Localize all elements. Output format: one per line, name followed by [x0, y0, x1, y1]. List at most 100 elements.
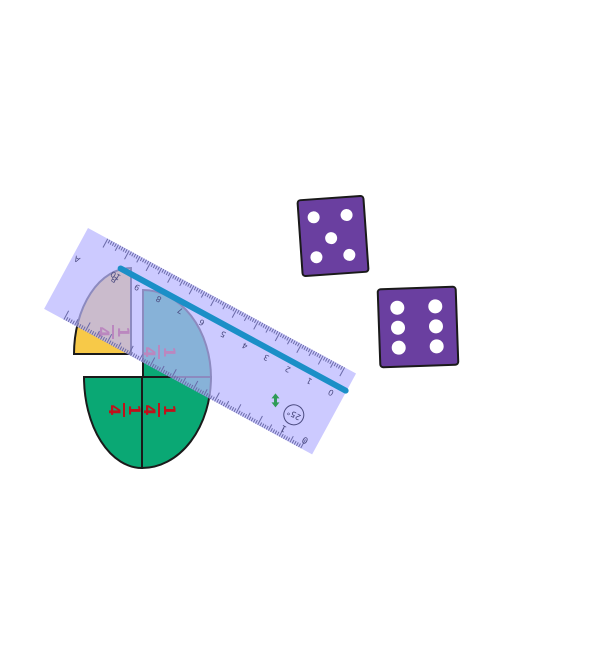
ruler-tick	[229, 405, 233, 410]
ruler-tick	[142, 258, 145, 263]
ruler-tick	[296, 343, 302, 353]
ruler-tick	[298, 443, 301, 448]
ruler-tick	[153, 364, 157, 369]
fraction-label-denominator: 4	[105, 404, 124, 415]
ruler-tick	[87, 328, 90, 333]
ruler-ticks-bottom	[63, 310, 306, 449]
fraction-label-denominator: 4	[140, 404, 159, 415]
ruler-tick	[280, 433, 284, 438]
ruler-tick	[176, 277, 180, 282]
ruler-letter-b: B	[109, 274, 118, 285]
ruler-tick	[249, 316, 253, 321]
ruler-tick	[308, 349, 313, 357]
ruler-tick	[337, 364, 341, 369]
ruler-ticks-top	[102, 238, 346, 377]
fraction-label-numerator: 1	[125, 404, 144, 415]
ruler-tick	[340, 365, 343, 370]
ruler-tick	[168, 373, 172, 378]
ruler-tick	[145, 261, 152, 272]
ruler-tick	[139, 257, 143, 262]
ruler-tick	[177, 377, 181, 382]
ruler-tick	[238, 310, 242, 315]
ruler-tick	[185, 281, 188, 286]
ruler-tick	[200, 291, 206, 298]
ruler-tick	[232, 307, 236, 312]
ruler-tick	[220, 401, 224, 406]
ruler-tick	[72, 320, 75, 325]
ruler-tick	[335, 363, 339, 368]
ruler-tick	[284, 335, 287, 340]
ruler-tick	[136, 256, 141, 263]
ruler-tick	[257, 415, 263, 426]
ruler-tick-label: 4	[241, 340, 250, 350]
ruler-tick	[253, 319, 257, 324]
ruler-tick	[134, 354, 138, 359]
ruler-tick	[265, 326, 270, 333]
ruler-tick	[97, 334, 101, 339]
ruler-tick	[167, 273, 173, 283]
ruler-tick	[206, 293, 210, 298]
ruler-tick	[172, 274, 175, 279]
ruler-tick	[322, 356, 326, 361]
ruler-tick	[123, 348, 127, 353]
ruler-tick	[272, 429, 276, 434]
ruler-tick	[241, 312, 244, 317]
ruler-tick	[80, 325, 84, 330]
ruler-tick	[146, 260, 150, 265]
ruler-tick	[307, 348, 311, 353]
rotate-arrows-icon[interactable]	[271, 393, 280, 408]
ruler-tick	[107, 239, 111, 244]
ruler-tick	[305, 347, 309, 352]
ruler-tick	[236, 309, 240, 314]
ruler-tick	[165, 271, 169, 276]
ruler-tick	[287, 437, 291, 442]
ruler-tick-label: 3	[262, 352, 271, 362]
ruler-tick-label: 1	[279, 422, 289, 434]
ruler-tick	[194, 387, 198, 392]
ruler-letter-a: A	[72, 254, 82, 265]
ruler-tick	[287, 337, 292, 345]
die-six[interactable]	[376, 285, 460, 369]
ruler-tick	[93, 332, 97, 337]
ruler-tick	[255, 419, 258, 424]
ruler-tick	[84, 322, 91, 332]
ruler-tick	[187, 282, 191, 287]
ruler-tick	[162, 369, 166, 374]
ruler-tick	[237, 410, 241, 415]
ruler-tick	[200, 289, 203, 294]
ruler-tick	[253, 320, 259, 330]
ruler-tick	[128, 345, 134, 355]
ruler-tick	[74, 319, 79, 326]
ruler-tick	[132, 353, 136, 358]
ruler-tick-label: 2	[284, 364, 293, 374]
fraction-bar	[158, 403, 160, 417]
ruler-tick	[144, 259, 147, 264]
die-pips	[307, 209, 356, 264]
ruler-tick	[210, 296, 216, 307]
ruler-tick	[222, 402, 226, 407]
ruler-tick	[247, 315, 251, 320]
ruler-tick	[290, 339, 294, 344]
ruler-tick	[106, 333, 113, 344]
ruler-tick	[192, 380, 199, 390]
ruler-tick	[211, 396, 215, 401]
ruler-tick	[339, 367, 346, 377]
ruler-tick	[270, 428, 273, 433]
ruler-tick	[231, 308, 238, 318]
ruler-tick	[100, 335, 103, 340]
ruler-tick	[301, 344, 305, 349]
ruler-tick	[171, 369, 177, 379]
ruler-tick	[227, 404, 230, 409]
ruler-tick	[231, 407, 235, 412]
ruler-tick	[294, 341, 298, 346]
fraction-piece-green-bottom-left[interactable]	[82, 376, 143, 470]
ruler-tick-label: 1	[305, 376, 314, 386]
ruler-tick	[273, 329, 277, 334]
fraction-bar	[123, 403, 125, 417]
die-five[interactable]	[296, 194, 370, 278]
ruler-tick	[114, 244, 119, 251]
ruler-tick	[122, 247, 126, 252]
